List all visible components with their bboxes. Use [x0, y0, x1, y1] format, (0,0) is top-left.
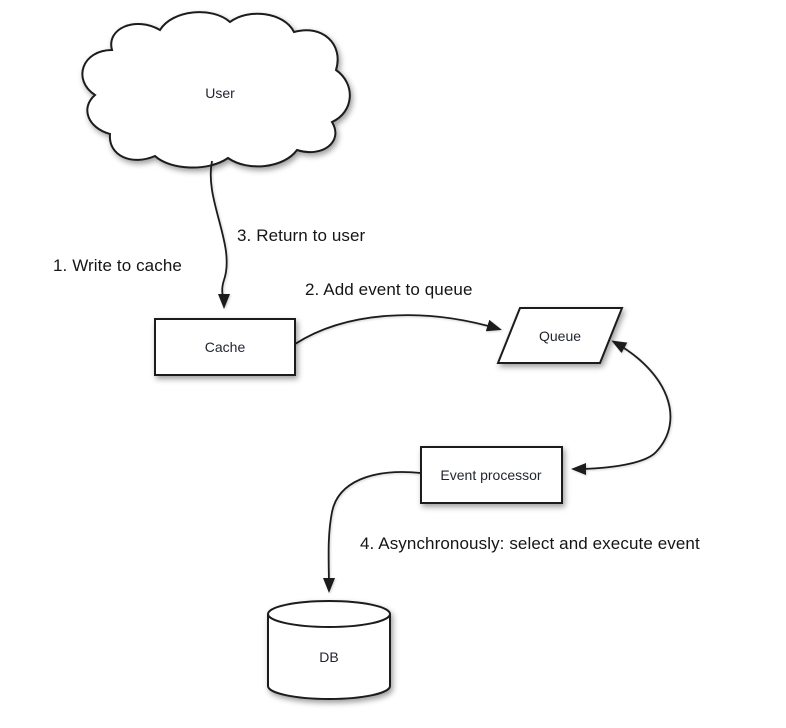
user-node-label: User — [205, 85, 235, 101]
cache-box-shape — [154, 318, 296, 376]
event-processor-node-label: Event processor — [440, 467, 542, 483]
edge-cache-to-queue — [294, 314, 502, 345]
step4-asynchronously-label: 4. Asynchronously: select and execute ev… — [360, 534, 700, 553]
edge-event-processor-to-db — [322, 471, 422, 593]
db-cylinder-shape — [267, 600, 391, 700]
step3-return-to-user-label: 3. Return to user — [237, 226, 366, 245]
event-processor-box-shape — [420, 446, 563, 504]
user-cloud-shape — [81, 11, 351, 169]
db-node-label: DB — [319, 649, 339, 665]
step1-write-to-cache-label: 1. Write to cache — [53, 256, 182, 275]
queue-parallelogram-shape — [496, 307, 624, 364]
step2-add-event-to-queue-label: 2. Add event to queue — [305, 280, 473, 299]
edge-queue-event-processor — [571, 340, 672, 475]
queue-node-label: Queue — [538, 328, 582, 344]
cache-node-label: Cache — [204, 339, 246, 355]
edge-user-to-cache — [209, 160, 230, 309]
